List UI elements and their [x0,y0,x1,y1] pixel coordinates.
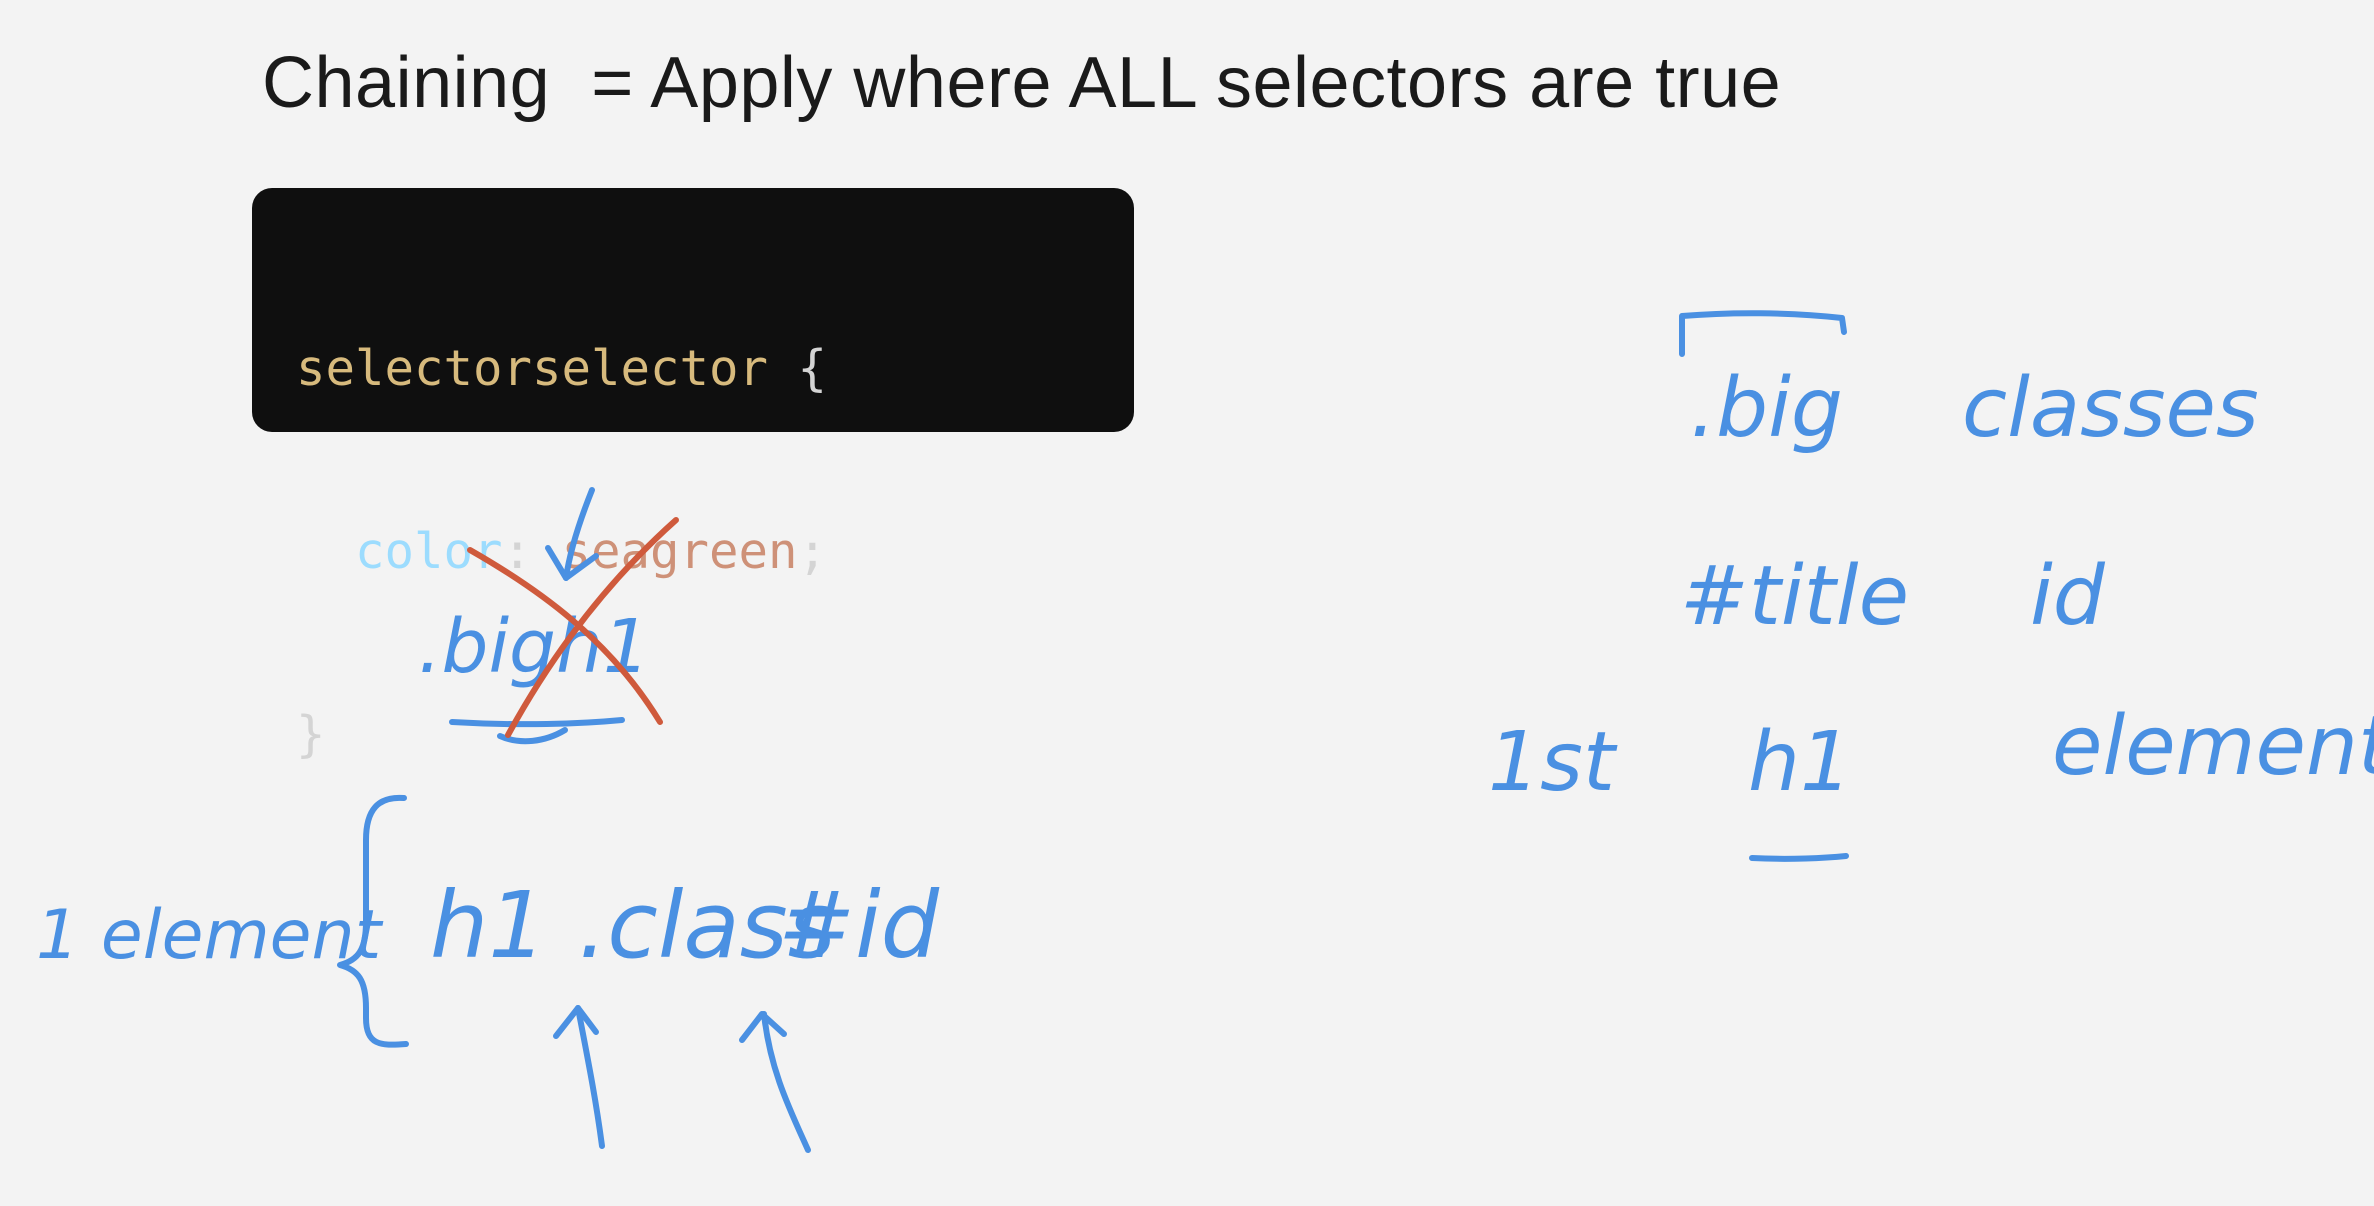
right-item-1-selector: .big [1690,361,1843,456]
right-item-1-kind: classes [1962,361,2259,456]
up-arrow-icon-class [575,1005,605,1149]
code-value: seagreen [561,523,798,580]
code-close-brace: } [296,706,326,763]
up-arrow-head-class [553,1005,599,1039]
h1-underline [1749,853,1849,862]
slide-title: Chaining = Apply where ALL selectors are… [262,43,1782,123]
right-item-3-kind: element [2052,699,2374,794]
code-selector: selectorselector [296,340,769,397]
code-semicolon: ; [797,523,828,580]
crossed-example-text: .bigh1 [418,604,651,690]
up-arrow-head-id [739,1011,787,1043]
right-item-2-kind: id [2030,549,2105,644]
chain-id: #id [778,872,940,979]
code-line-1: selectorselector { [296,338,1090,399]
right-item-3-prefix: 1st [1488,715,1616,810]
code-block: selectorselector { color: seagreen; } [252,188,1134,763]
big-bracket-icon [1679,310,1847,357]
code-indent [296,523,355,580]
chain-tag: h1 [430,872,547,979]
chain-class: .class [578,872,836,979]
code-property: color [355,523,503,580]
one-element-label: 1 element [36,896,382,975]
right-item-2-selector: #title [1680,549,1910,644]
code-colon: : [502,523,562,580]
code-open-brace: { [768,340,828,397]
code-line-3: } [296,704,1090,765]
up-arrow-icon-id [761,1011,811,1153]
code-line-2: color: seagreen; [296,521,1090,582]
right-item-3-selector: h1 [1748,715,1853,810]
